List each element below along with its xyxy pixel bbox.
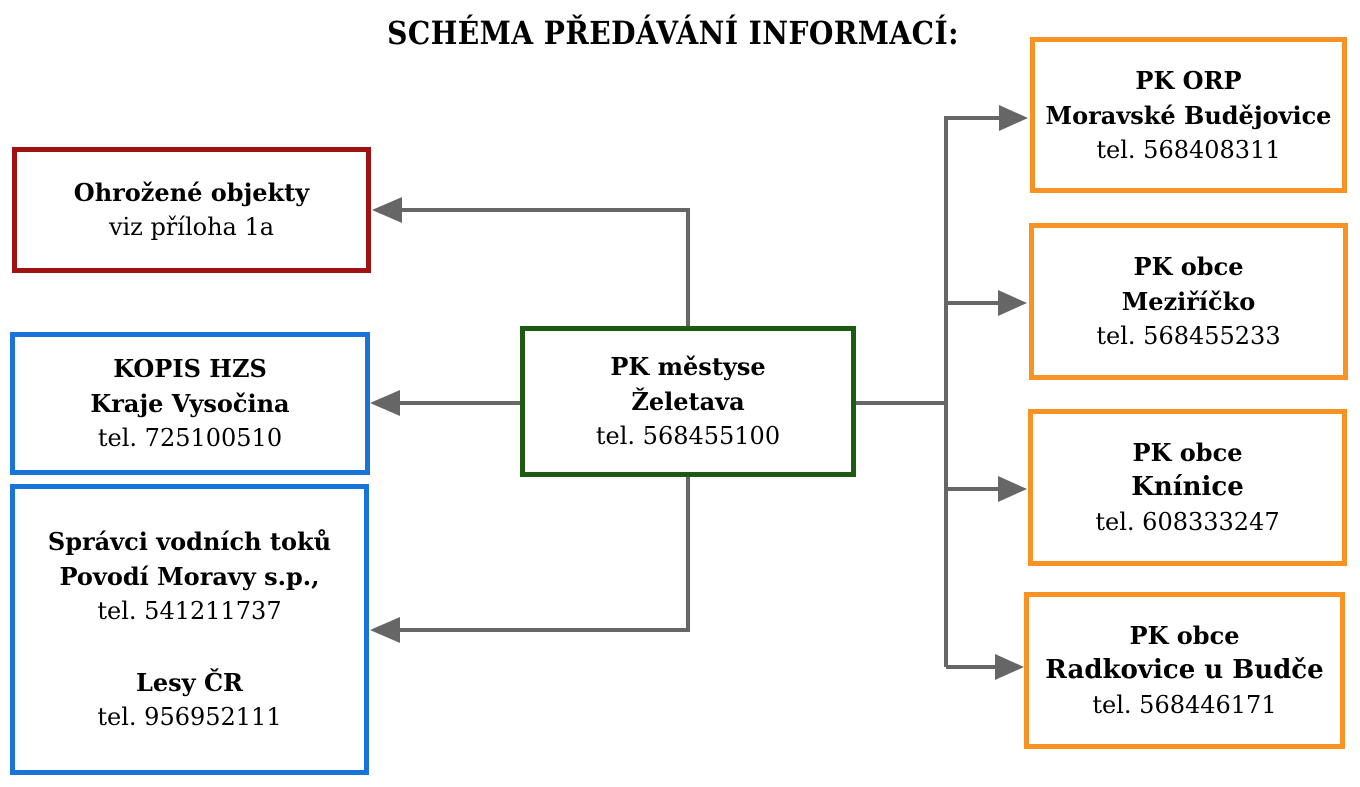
- kopis-phone: tel. 725100510: [97, 424, 283, 452]
- orp-box: PK ORP Moravské Budějovice tel. 56840831…: [1030, 37, 1347, 193]
- arrowhead-kopis: [370, 390, 400, 416]
- mezircko-phone: tel. 568455233: [1096, 322, 1281, 350]
- knince-phone: tel. 608333247: [1095, 508, 1280, 536]
- radkovice-line2: Radkovice u Budče: [1045, 655, 1324, 685]
- arrow-to-water-managers: [380, 476, 690, 632]
- water-managers-phone1: tel. 541211737: [97, 597, 282, 625]
- diagram-title: SCHÉMA PŘEDÁVÁNÍ INFORMACÍ:: [387, 14, 959, 52]
- kopis-line2: Kraje Vysočina: [90, 389, 290, 418]
- radkovice-line1: PK obce: [1129, 621, 1240, 650]
- arrowhead-orp: [999, 105, 1028, 131]
- arrowhead-radkovice: [995, 654, 1024, 680]
- radkovice-phone: tel. 568446171: [1092, 691, 1277, 719]
- threatened-objects-note: viz příloha 1a: [108, 213, 275, 241]
- arrow-to-threatened-objects: [380, 208, 690, 328]
- kopis-box: KOPIS HZS Kraje Vysočina tel. 725100510: [10, 332, 370, 475]
- threatened-objects-box: Ohrožené objekty viz příloha 1a: [12, 147, 371, 273]
- orp-phone: tel. 568408311: [1096, 135, 1281, 164]
- mezircko-line2: Meziříčko: [1121, 287, 1256, 316]
- radkovice-box: PK obce Radkovice u Budče tel. 568446171: [1024, 592, 1345, 749]
- center-phone: tel. 568455100: [595, 422, 781, 450]
- forests-phone: tel. 956952111: [97, 703, 282, 731]
- water-managers-line1: Správci vodních toků: [47, 527, 332, 556]
- center-box: PK městyse Želetava tel. 568455100: [520, 326, 856, 477]
- knince-box: PK obce Knínice tel. 608333247: [1028, 409, 1347, 566]
- threatened-objects-name: Ohrožené objekty: [73, 178, 310, 207]
- mezircko-line1: PK obce: [1133, 252, 1244, 281]
- water-managers-line2: Povodí Moravy s.p.,: [59, 562, 320, 591]
- arrowhead-water: [370, 617, 400, 643]
- arrowhead-threatened: [372, 197, 402, 223]
- orp-line1: PK ORP: [1135, 65, 1242, 95]
- knince-line2: Knínice: [1131, 472, 1244, 502]
- kopis-line1: KOPIS HZS: [113, 354, 267, 383]
- mezircko-box: PK obce Meziříčko tel. 568455233: [1029, 223, 1348, 380]
- arrowhead-knince: [998, 476, 1027, 502]
- forests-name: Lesy ČR: [135, 668, 243, 697]
- knince-line1: PK obce: [1132, 438, 1243, 467]
- water-managers-box: Správci vodních toků Povodí Moravy s.p.,…: [10, 484, 369, 775]
- center-line1: PK městyse: [610, 352, 766, 381]
- orp-line2: Moravské Budějovice: [1045, 100, 1332, 130]
- arrowhead-mezircko: [998, 290, 1027, 316]
- center-line2: Želetava: [631, 387, 745, 416]
